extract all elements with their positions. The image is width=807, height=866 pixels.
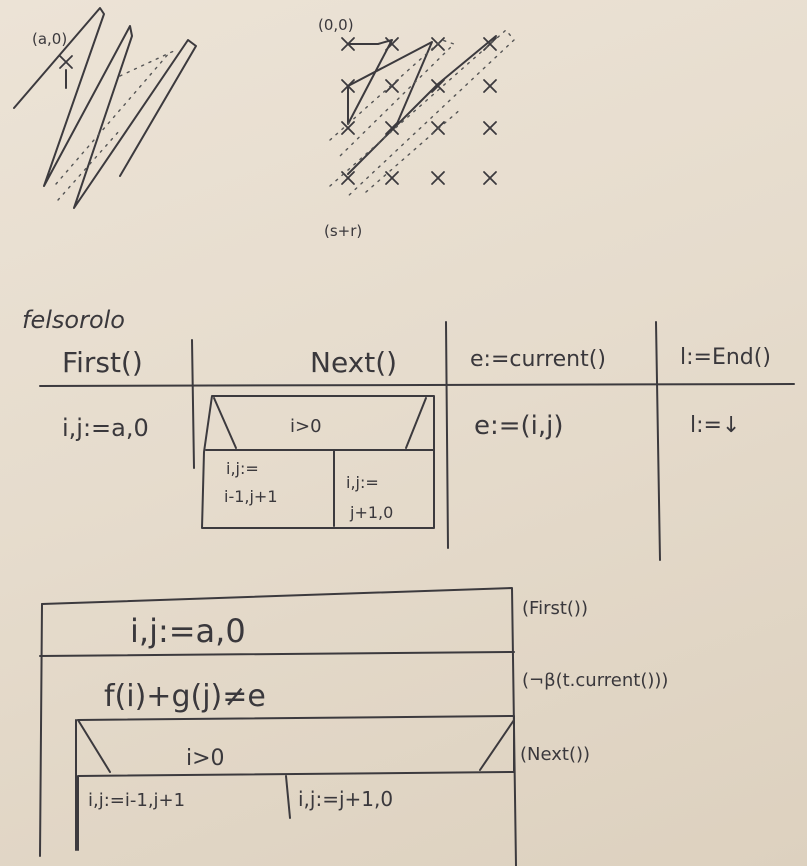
- grid-bottom-label: (s+r): [324, 222, 362, 240]
- branch-split: [285, 775, 291, 819]
- structogram-outline-left: [39, 603, 43, 857]
- grid-top-label: (0,0): [318, 16, 354, 34]
- structogram: i,j:=a,0 f(i)+g(j)≠e i>0 i,j:=i-1,j+1 i,…: [39, 587, 668, 866]
- annotation-condition: (¬β(t.current())): [522, 670, 668, 691]
- grid-cross: [431, 171, 445, 185]
- cross-mark: [59, 55, 73, 69]
- branch-diagonal: [405, 397, 427, 449]
- grid-cross: [341, 171, 355, 185]
- dotted-guide: [55, 51, 171, 185]
- cell-current: e:=(i,j): [474, 411, 564, 441]
- grid-cross: [385, 171, 399, 185]
- traversal-path: [347, 35, 497, 175]
- next-branch-box: i>0 i,j:= i-1,j+1 i,j:= j+1,0: [201, 395, 435, 529]
- dotted-diagonal: [329, 28, 515, 199]
- grid-traversal-sketch: (0,0) (s+r): [318, 16, 515, 240]
- grid-cross: [341, 121, 355, 135]
- table-col-divider: [191, 339, 195, 469]
- cell-first-assign: i,j:=a,0: [62, 414, 149, 442]
- annotation-next: (Next()): [520, 744, 590, 765]
- dotted-guide: [57, 129, 121, 201]
- grid-cross: [431, 79, 445, 93]
- next-branch-outline: [201, 395, 435, 529]
- grid-cross: [431, 121, 445, 135]
- next-left-line1: i,j:=: [226, 459, 259, 478]
- diagonal-loop-sketch: (a,0): [13, 7, 197, 209]
- structogram-outline: [41, 587, 517, 866]
- struct-branch-condition: i>0: [186, 746, 225, 771]
- grid-cross: [385, 79, 399, 93]
- struct-assign: i,j:=a,0: [130, 612, 246, 650]
- grid-cross: [483, 79, 497, 93]
- table-header-rule: [39, 383, 795, 387]
- grid-cross: [483, 121, 497, 135]
- header-end: l:=End(): [680, 345, 771, 370]
- header-next: Next(): [310, 346, 397, 379]
- annotation-first: (First()): [522, 598, 588, 619]
- zigzag-loop: [13, 7, 197, 209]
- cell-end: l:=↓: [690, 413, 740, 438]
- next-right-line2: j+1,0: [349, 503, 393, 522]
- title-felsorolo: felsorolo: [22, 306, 125, 334]
- grid-cross: [483, 171, 497, 185]
- next-condition: i>0: [290, 416, 322, 437]
- sketch-left-label: (a,0): [32, 30, 67, 48]
- struct-branch-left: i,j:=i-1,j+1: [88, 790, 185, 811]
- branch-diagonal: [213, 397, 237, 449]
- table-col-divider: [445, 321, 449, 549]
- branch-diagonal: [479, 719, 515, 771]
- table-col-divider: [655, 321, 661, 561]
- dotted-diagonal: [365, 107, 463, 193]
- enumerator-table: First() Next() e:=current() l:=End() i,j…: [39, 321, 795, 561]
- struct-branch-right: i,j:=j+1,0: [298, 787, 393, 811]
- next-right-line1: i,j:=: [346, 473, 379, 492]
- structogram-row-rule: [39, 651, 515, 657]
- loop-body-outline: [77, 715, 515, 851]
- branch-diagonal: [77, 719, 111, 773]
- dotted-guide: [119, 49, 177, 77]
- header-first: First(): [62, 346, 143, 379]
- header-current: e:=current(): [470, 347, 606, 372]
- next-left-line2: i-1,j+1: [224, 487, 278, 506]
- struct-loop-condition: f(i)+g(j)≠e: [104, 679, 266, 714]
